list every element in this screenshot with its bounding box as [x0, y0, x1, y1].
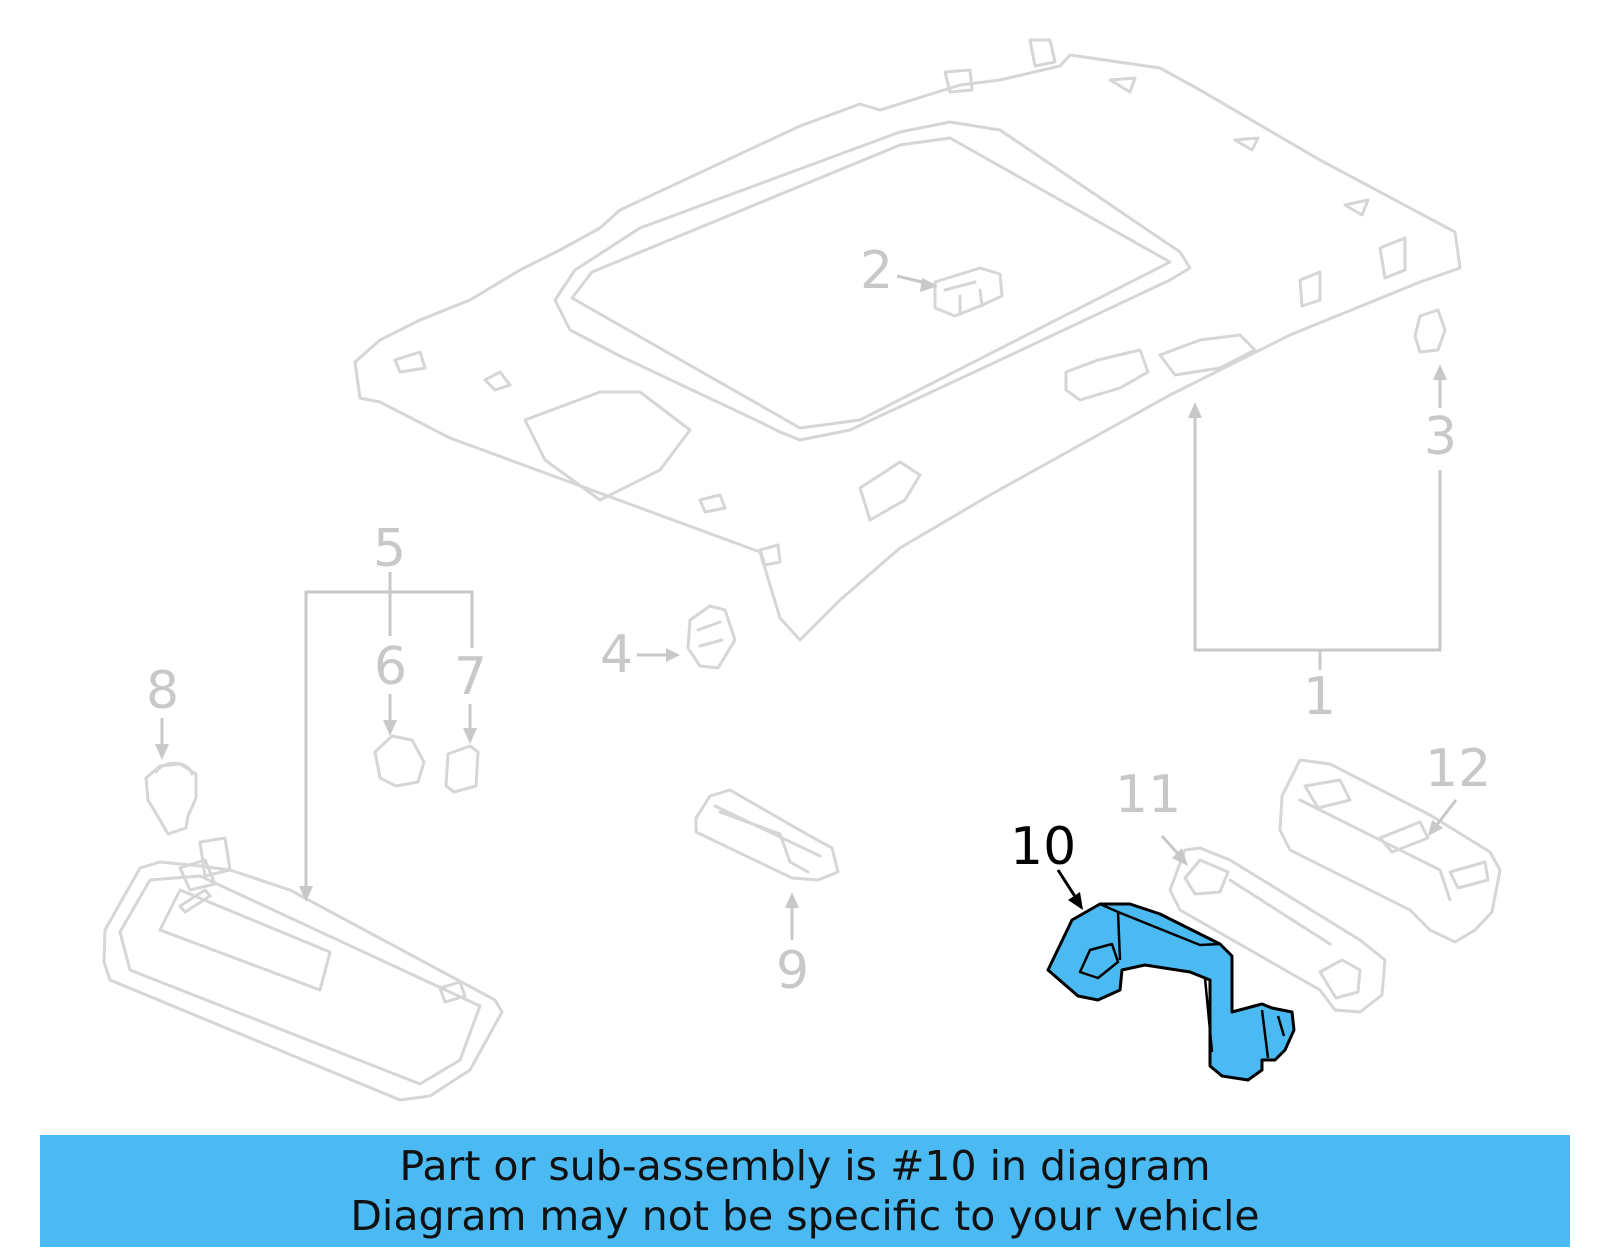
grab-handle-part-10[interactable]	[1046, 902, 1296, 1082]
callout-3: 3	[1424, 407, 1457, 467]
callout-11: 11	[1115, 765, 1181, 825]
clip-part-6	[373, 734, 426, 788]
headliner-part-1	[353, 38, 1462, 642]
callout-1: 1	[1303, 667, 1336, 727]
callout-7: 7	[454, 647, 487, 707]
callout-8: 8	[146, 661, 179, 721]
callout-6: 6	[374, 637, 407, 697]
part-info-banner: Part or sub-assembly is #10 in diagram D…	[40, 1135, 1570, 1247]
bracket-part-9	[694, 788, 840, 882]
clip-part-2	[933, 266, 1004, 318]
callout-10[interactable]: 10	[1010, 817, 1076, 877]
clip-part-8	[144, 761, 198, 836]
callout-labels: 1 2 3 4 5 6 7 8 9 10 11 12	[146, 241, 1491, 1001]
callout-9: 9	[776, 941, 809, 1001]
clip-part-7	[444, 744, 480, 794]
leader-lines	[155, 274, 1458, 940]
callout-12: 12	[1425, 739, 1491, 799]
bracket-part-12	[1278, 758, 1502, 944]
sun-visor-part-5	[102, 836, 504, 1102]
clip-part-4	[686, 604, 737, 670]
bracket-part-11	[1168, 846, 1387, 1014]
callout-4: 4	[600, 625, 633, 685]
callout-2: 2	[860, 241, 893, 301]
clip-part-3	[1413, 308, 1447, 354]
banner-line-part: Part or sub-assembly is #10 in diagram	[399, 1142, 1211, 1190]
banner-line-disclaimer: Diagram may not be specific to your vehi…	[350, 1192, 1260, 1240]
callout-5: 5	[373, 519, 406, 579]
